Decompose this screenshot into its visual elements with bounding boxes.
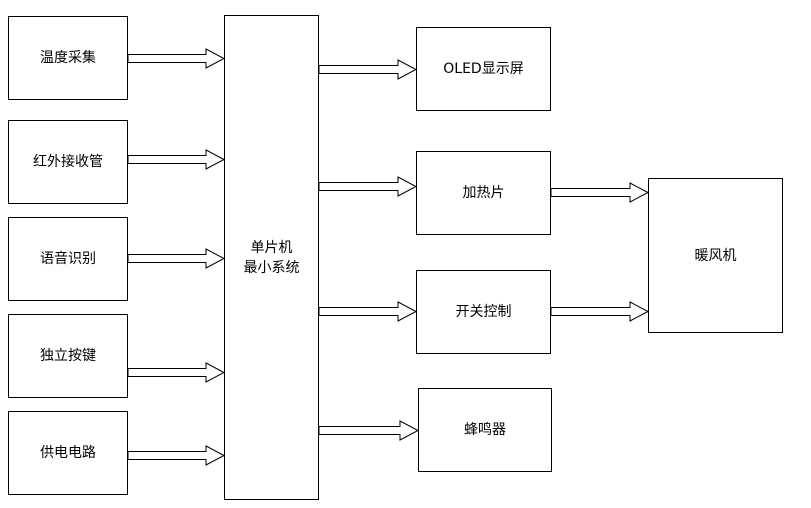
temperature-sensor-block: 温度采集: [8, 16, 128, 100]
arrow-power-to-mcu: [127, 445, 226, 466]
power-supply-label: 供电电路: [40, 445, 96, 461]
arrow-voice-to-mcu: [127, 248, 226, 269]
heating-plate-block: 加热片: [416, 151, 551, 235]
arrow-ir-to-mcu: [127, 149, 226, 170]
ir-receiver-label: 红外接收管: [33, 154, 103, 170]
mcu-label-line2: 最小系统: [243, 259, 300, 276]
heater-fan-label: 暖风机: [694, 247, 737, 264]
independent-keys-label: 独立按键: [40, 348, 96, 364]
arrow-mcu-to-heater: [318, 176, 418, 197]
arrow-mcu-to-oled: [318, 59, 418, 80]
heating-plate-label: 加热片: [462, 185, 505, 201]
mcu-minimum-system-block: 单片机 最小系统: [224, 15, 319, 500]
switch-control-label: 开关控制: [455, 304, 512, 320]
arrow-temperature-to-mcu: [127, 48, 226, 69]
buzzer-label: 蜂鸣器: [464, 422, 506, 438]
oled-display-label: OLED显示屏: [443, 61, 524, 77]
mcu-label-line1: 单片机: [250, 239, 293, 256]
arrow-heater-to-fan: [550, 182, 650, 203]
power-supply-block: 供电电路: [8, 411, 128, 495]
arrow-switch-to-fan: [550, 301, 650, 322]
heater-fan-block: 暖风机: [648, 178, 783, 333]
voice-recognition-label: 语音识别: [40, 251, 96, 267]
switch-control-block: 开关控制: [416, 270, 551, 354]
oled-display-block: OLED显示屏: [416, 27, 551, 111]
buzzer-block: 蜂鸣器: [418, 388, 552, 472]
ir-receiver-block: 红外接收管: [8, 120, 128, 204]
arrow-mcu-to-switch: [318, 301, 418, 322]
arrow-mcu-to-buzzer: [318, 420, 420, 441]
temperature-sensor-label: 温度采集: [40, 50, 96, 66]
arrow-keys-to-mcu: [127, 362, 226, 383]
independent-keys-block: 独立按键: [8, 314, 128, 398]
voice-recognition-block: 语音识别: [8, 217, 128, 301]
